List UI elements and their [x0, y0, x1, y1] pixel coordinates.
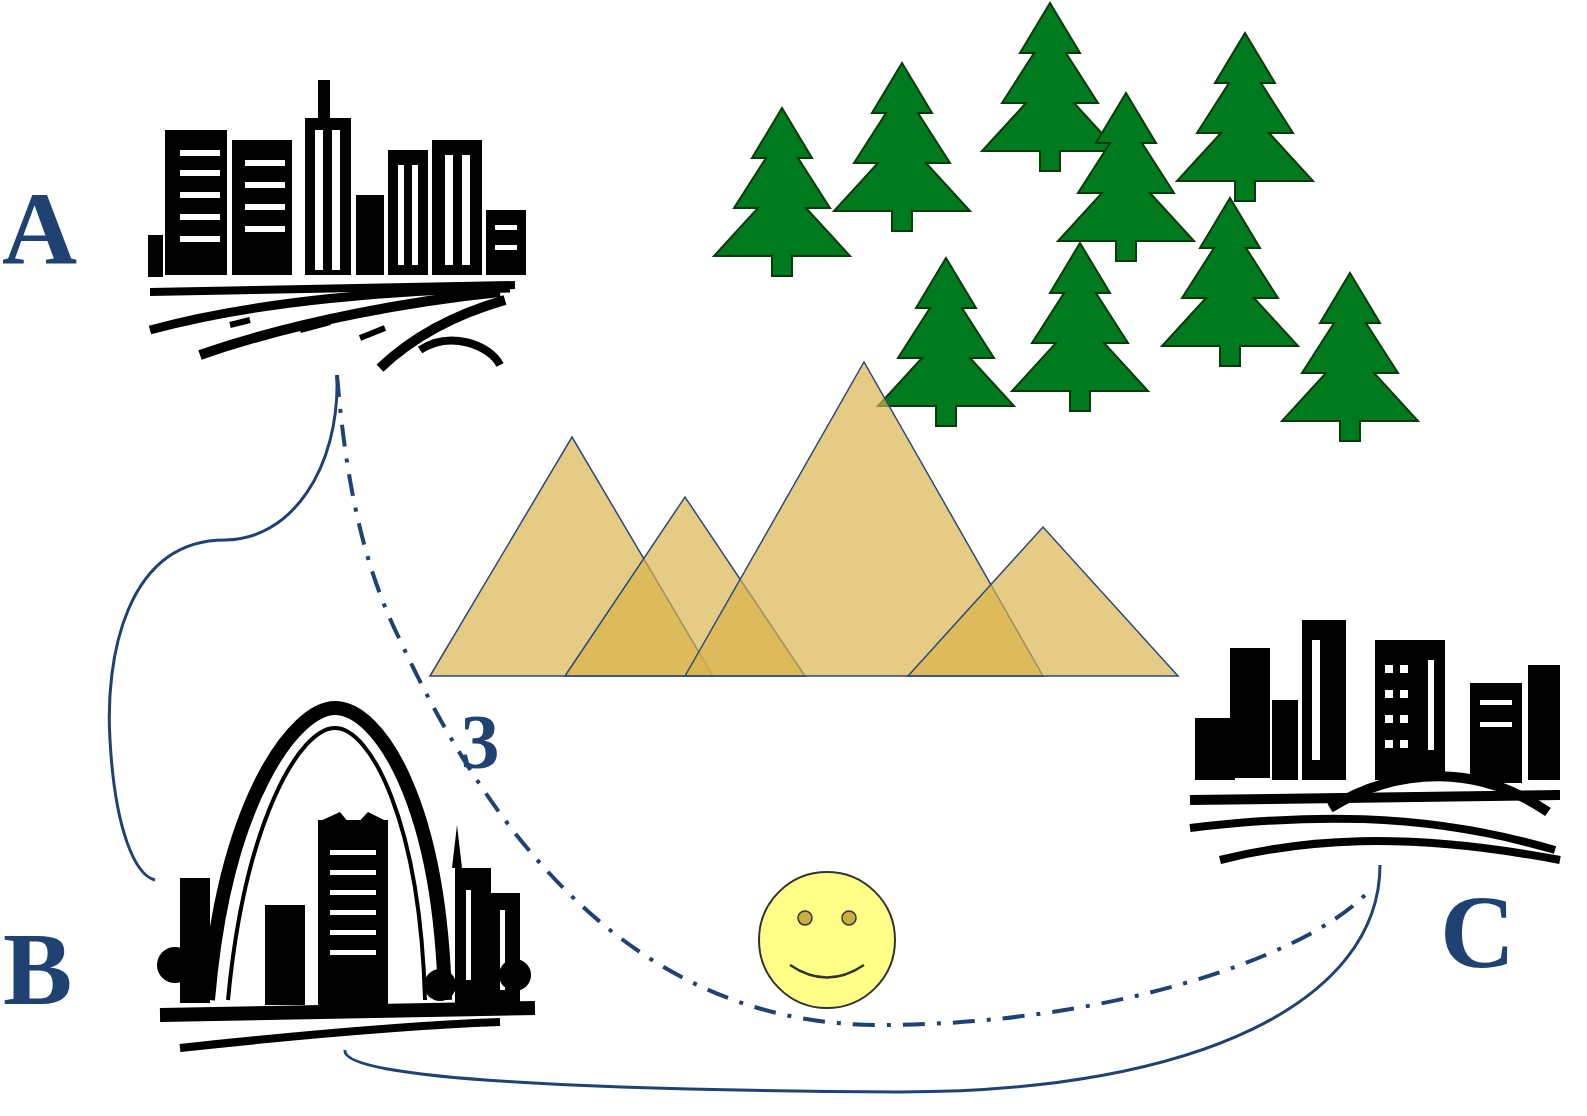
city-letter: A: [2, 177, 77, 281]
dash-dot-route: [337, 375, 1365, 1025]
forest: [714, 3, 1418, 441]
smiley-face: [759, 872, 895, 1008]
route-curve: [345, 865, 1380, 1092]
city-c-icon: [1190, 620, 1560, 860]
mountains: [430, 362, 1178, 676]
route-curve: [109, 375, 337, 880]
route-number: 3: [461, 703, 500, 781]
city-letter: C: [1440, 880, 1515, 984]
city-node: C: [1185, 610, 1585, 990]
city-node: A: [0, 75, 535, 375]
city-a-icon: [148, 80, 526, 368]
city-letter: B: [3, 917, 72, 1021]
city-node: B: [0, 700, 540, 1055]
